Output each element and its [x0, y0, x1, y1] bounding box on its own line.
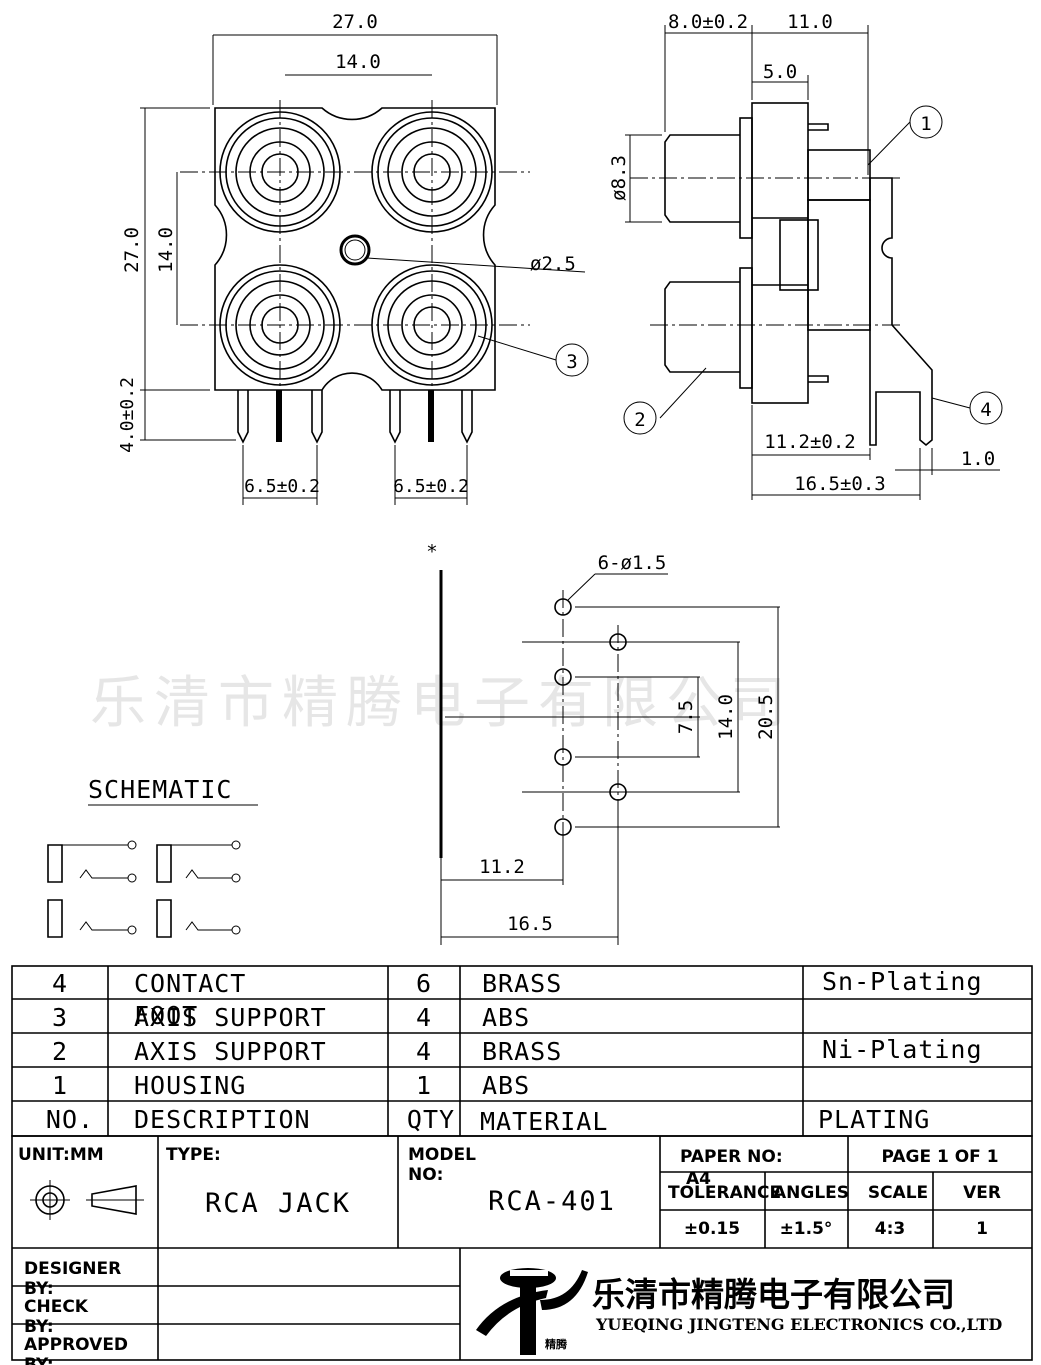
paper-value: A4: [686, 1169, 711, 1189]
svg-text:6: 6: [416, 969, 432, 998]
svg-text:NO.: NO.: [46, 1105, 94, 1134]
svg-text:4: 4: [52, 969, 68, 998]
svg-text:3: 3: [52, 1003, 68, 1032]
dim-width-top: 27.0: [332, 11, 378, 33]
svg-text:4: 4: [416, 1037, 432, 1066]
dim-side-11-2: 11.2±0.2: [764, 431, 856, 453]
dim-side-1: 1.0: [961, 448, 995, 470]
type-label: TYPE:: [166, 1145, 221, 1165]
schematic-symbol-right: [156, 840, 241, 938]
dim-side-16-5: 16.5±0.3: [794, 473, 886, 495]
svg-text:ABS: ABS: [482, 1071, 530, 1100]
dim-pcb-7-5: 7.5: [675, 700, 697, 734]
dim-pcb-11-2: 11.2: [479, 856, 525, 878]
dim-pin-pitch-left: 6.5±0.2: [244, 476, 320, 497]
type-value: RCA JACK: [205, 1188, 351, 1219]
schematic-label: SCHEMATIC: [88, 775, 232, 804]
svg-text:NO:: NO:: [408, 1165, 443, 1185]
dim-side-11: 11.0: [787, 11, 833, 33]
projection-symbol-icon: [30, 1180, 144, 1220]
dim-pin-length: 4.0±0.2: [117, 377, 138, 453]
svg-text:4: 4: [416, 1003, 432, 1032]
angles-value: ±1.5°: [780, 1219, 833, 1239]
svg-text:QTY: QTY: [407, 1105, 455, 1134]
front-view: 27.0 14.0 27.0 14.0 4.0±0.2 ø2.5 3 6.5±0…: [117, 11, 589, 505]
model-value: RCA-401: [488, 1186, 616, 1217]
approved-label: APPROVED: [24, 1335, 128, 1355]
svg-text:DESCRIPTION: DESCRIPTION: [134, 1105, 311, 1134]
company-logo-icon: 精腾: [476, 1268, 588, 1355]
pins: [237, 390, 473, 444]
svg-text:HOUSING: HOUSING: [134, 1071, 246, 1100]
paper-label: PAPER NO:: [680, 1147, 783, 1167]
callout-2: 2: [634, 409, 645, 431]
company-name-en: YUEQING JINGTENG ELECTRONICS CO.,LTD: [595, 1315, 1002, 1334]
tolerance-value: ±0.15: [684, 1219, 740, 1239]
dim-pitch-left: 14.0: [155, 227, 177, 273]
company-name-cn: 乐清市精腾电子有限公司: [592, 1275, 955, 1314]
svg-text:BY:: BY:: [24, 1317, 54, 1337]
dim-pitch-top: 14.0: [335, 51, 381, 73]
designer-label: DESIGNER: [24, 1259, 121, 1279]
watermark: 乐清市精腾电子有限公司: [90, 671, 794, 736]
svg-text:1: 1: [52, 1071, 68, 1100]
scale-label: SCALE: [868, 1183, 928, 1203]
svg-text:2: 2: [52, 1037, 68, 1066]
callout-4: 4: [980, 399, 991, 421]
pcb-layout: * 6-ø1.5 7.5 14.0 20.5: [426, 541, 780, 945]
angles-label: ANGLES: [773, 1183, 849, 1203]
svg-text:1: 1: [416, 1071, 432, 1100]
svg-text:精腾: 精腾: [545, 1337, 568, 1351]
dim-pcb-16-5: 16.5: [507, 913, 553, 935]
dim-pcb-14: 14.0: [715, 694, 737, 740]
bom-row-4: 4 CONTACT 6 BRASS Sn-Plating: [52, 967, 983, 998]
dim-jack-diameter: ø8.3: [608, 155, 630, 201]
callout-1: 1: [920, 113, 931, 135]
svg-text:CONTACT: CONTACT: [134, 969, 246, 998]
dim-side-8: 8.0±0.2: [668, 11, 748, 33]
scale-value: 4:3: [875, 1219, 905, 1239]
svg-text:Sn-Plating: Sn-Plating: [822, 967, 983, 996]
bom-row-3: 3 AXIS SUPPORT FOOT 4 ABS: [52, 1001, 530, 1032]
check-label: CHECK: [24, 1297, 89, 1317]
svg-text:MATERIAL: MATERIAL: [480, 1107, 608, 1136]
ver-value: 1: [976, 1219, 988, 1239]
tolerance-label: TOLERANCE: [668, 1183, 781, 1203]
bom-row-2: 2 AXIS SUPPORT 4 BRASS Ni-Plating: [52, 1035, 983, 1066]
housing-outline: [214, 107, 496, 391]
svg-text:AXIS SUPPORT: AXIS SUPPORT: [134, 1037, 327, 1066]
dim-hole-diameter: ø2.5: [530, 253, 576, 275]
bom-table: 4 CONTACT 6 BRASS Sn-Plating 3 AXIS SUPP…: [11, 965, 1033, 1137]
bom-row-1: 1 HOUSING 1 ABS: [52, 1071, 530, 1100]
pcb-marker: *: [426, 541, 437, 563]
unit-label: UNIT:MM: [18, 1145, 104, 1165]
schematic: SCHEMATIC: [47, 775, 258, 938]
dim-pcb-holes: 6-ø1.5: [598, 552, 667, 574]
svg-text:AXIS SUPPORT: AXIS SUPPORT: [134, 1003, 327, 1032]
svg-text:ABS: ABS: [482, 1003, 530, 1032]
dim-pcb-20-5: 20.5: [755, 694, 777, 740]
center-hole: [339, 234, 371, 266]
model-label: MODEL: [408, 1145, 476, 1165]
page-label: PAGE 1 OF 1: [881, 1147, 998, 1167]
svg-text:BY:: BY:: [24, 1355, 54, 1365]
svg-text:BY:: BY:: [24, 1279, 54, 1299]
bom-header: NO. DESCRIPTION QTY MATERIAL PLATING: [46, 1105, 930, 1136]
callout-3: 3: [566, 351, 577, 373]
callout-3-circle: [555, 343, 589, 377]
side-view: 8.0±0.2 11.0 5.0 ø8.3 1 2 4 11.2±0.2 16.…: [608, 11, 1003, 500]
schematic-symbol-left: [47, 840, 137, 938]
svg-text:BRASS: BRASS: [482, 1037, 562, 1066]
svg-text:BRASS: BRASS: [482, 969, 562, 998]
ver-label: VER: [963, 1183, 1001, 1203]
svg-text:FOOT: FOOT: [134, 1001, 198, 1030]
dim-height-left: 27.0: [121, 227, 143, 273]
svg-text:PLATING: PLATING: [818, 1105, 930, 1134]
title-block: UNIT:MM TYPE: RCA JACK MODEL NO: RCA-401…: [11, 1135, 1033, 1365]
dim-side-5: 5.0: [763, 61, 797, 83]
dim-pin-pitch-right: 6.5±0.2: [393, 476, 469, 497]
svg-text:Ni-Plating: Ni-Plating: [822, 1035, 983, 1064]
